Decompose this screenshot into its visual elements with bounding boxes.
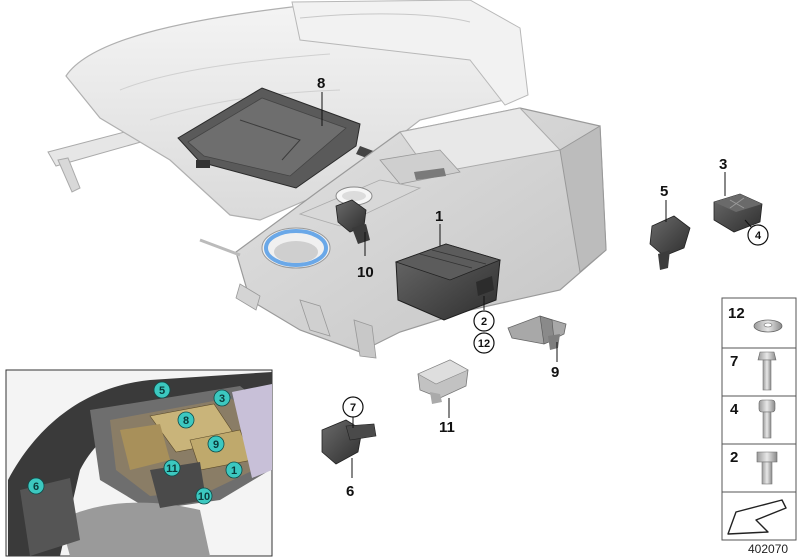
- center-console: [199, 107, 607, 359]
- callout-10: 10: [357, 264, 374, 281]
- table-row-2-label: 2: [730, 449, 738, 466]
- callout-3: 3: [719, 156, 727, 173]
- callout-12-circle: 12: [478, 338, 490, 350]
- inset-markers: 5 3 8 9 11 1 10 6: [27, 381, 243, 505]
- table-row-4-label: 4: [730, 401, 739, 418]
- leader-lines: [321, 92, 753, 478]
- callout-5: 5: [660, 183, 668, 200]
- cupholder-light-ring: [264, 229, 328, 267]
- callout-9: 9: [551, 364, 559, 381]
- inset-marker-11: 11: [166, 463, 178, 475]
- callouts: 8 1 10 5 3 9 11 6 2 12 4 7: [317, 75, 769, 500]
- callout-8: 8: [317, 75, 325, 92]
- figure-number: 402070: [748, 542, 788, 556]
- inset-marker-6: 6: [33, 481, 39, 493]
- washer-icon: [753, 319, 783, 333]
- callout-7-circle: 7: [350, 402, 356, 414]
- part-9-bracket: [507, 315, 567, 350]
- fastener-table: 12 7 4 2: [721, 297, 797, 541]
- inset-marker-3: 3: [219, 393, 225, 405]
- inset-marker-9: 9: [213, 439, 219, 451]
- callout-11: 11: [439, 419, 455, 436]
- screw-7-icon: [757, 351, 777, 391]
- inset-marker-5: 5: [159, 385, 165, 397]
- part-1-control-module: [394, 243, 502, 321]
- inset-marker-10: 10: [198, 491, 210, 503]
- part-3-bracket: [713, 193, 763, 233]
- direction-arrow-icon: [727, 499, 787, 535]
- screw-4-icon: [758, 399, 776, 439]
- part-5-sensor: [649, 215, 691, 270]
- callout-4-circle: 4: [755, 230, 762, 242]
- part-11-clip: [417, 359, 469, 404]
- table-row-12-label: 12: [728, 305, 745, 322]
- callout-1: 1: [435, 208, 443, 225]
- callout-6: 6: [346, 483, 354, 500]
- mat-connector: [196, 160, 210, 168]
- callout-2-circle: 2: [481, 316, 487, 328]
- table-row-7-label: 7: [730, 353, 738, 370]
- part-6-sensor: [321, 419, 377, 465]
- inset-marker-1: 1: [231, 465, 237, 477]
- inset-marker-8: 8: [183, 415, 189, 427]
- seat-illustration: [47, 0, 529, 221]
- screw-2-icon: [756, 451, 778, 485]
